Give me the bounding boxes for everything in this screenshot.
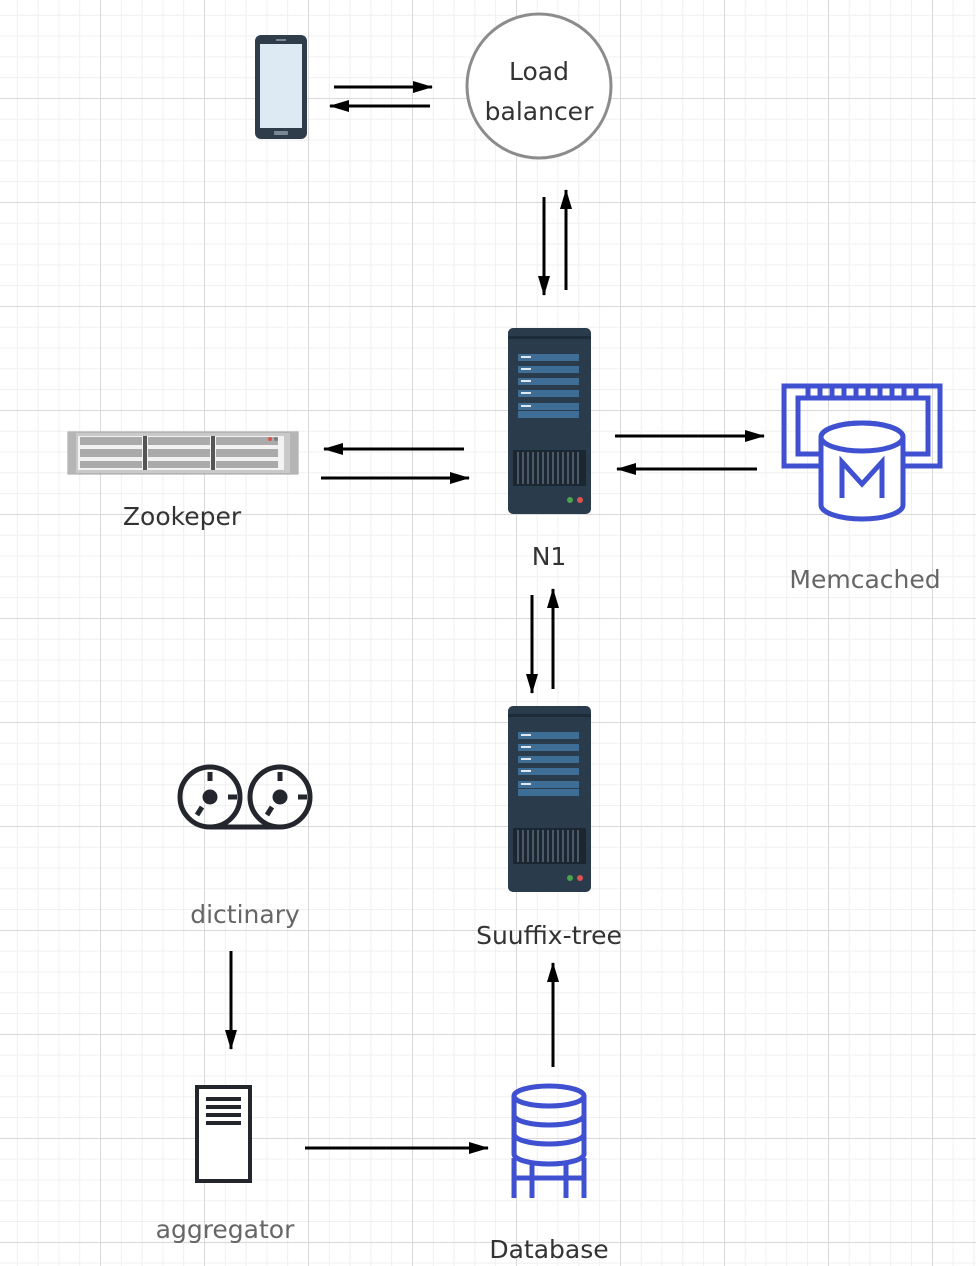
dictionary-label: dictinary	[190, 900, 300, 929]
tape-reel-icon	[177, 764, 313, 830]
zookeeper-label: Zookeper	[122, 502, 242, 531]
memcached-label: Memcached	[789, 565, 941, 594]
n1-label: N1	[531, 542, 567, 571]
connection-arrows	[225, 81, 765, 1154]
load-balancer-label-line1: Load	[509, 57, 569, 86]
aggregator-label: aggregator	[155, 1215, 295, 1244]
rack-server-icon	[67, 431, 299, 475]
memcached-icon	[781, 383, 943, 522]
server-tower-icon	[508, 328, 591, 514]
document-server-icon	[195, 1085, 252, 1183]
load-balancer-label-line2: balancer	[484, 97, 594, 126]
smartphone-icon	[255, 35, 307, 139]
database-label: Database	[489, 1235, 609, 1264]
load-balancer-label: Load balancer	[466, 52, 612, 132]
suffix-tree-label: Suuffix-tree	[476, 921, 622, 950]
server-tower-icon	[508, 706, 591, 892]
load-balancer-node[interactable]	[465, 12, 613, 160]
database-icon	[511, 1083, 587, 1198]
